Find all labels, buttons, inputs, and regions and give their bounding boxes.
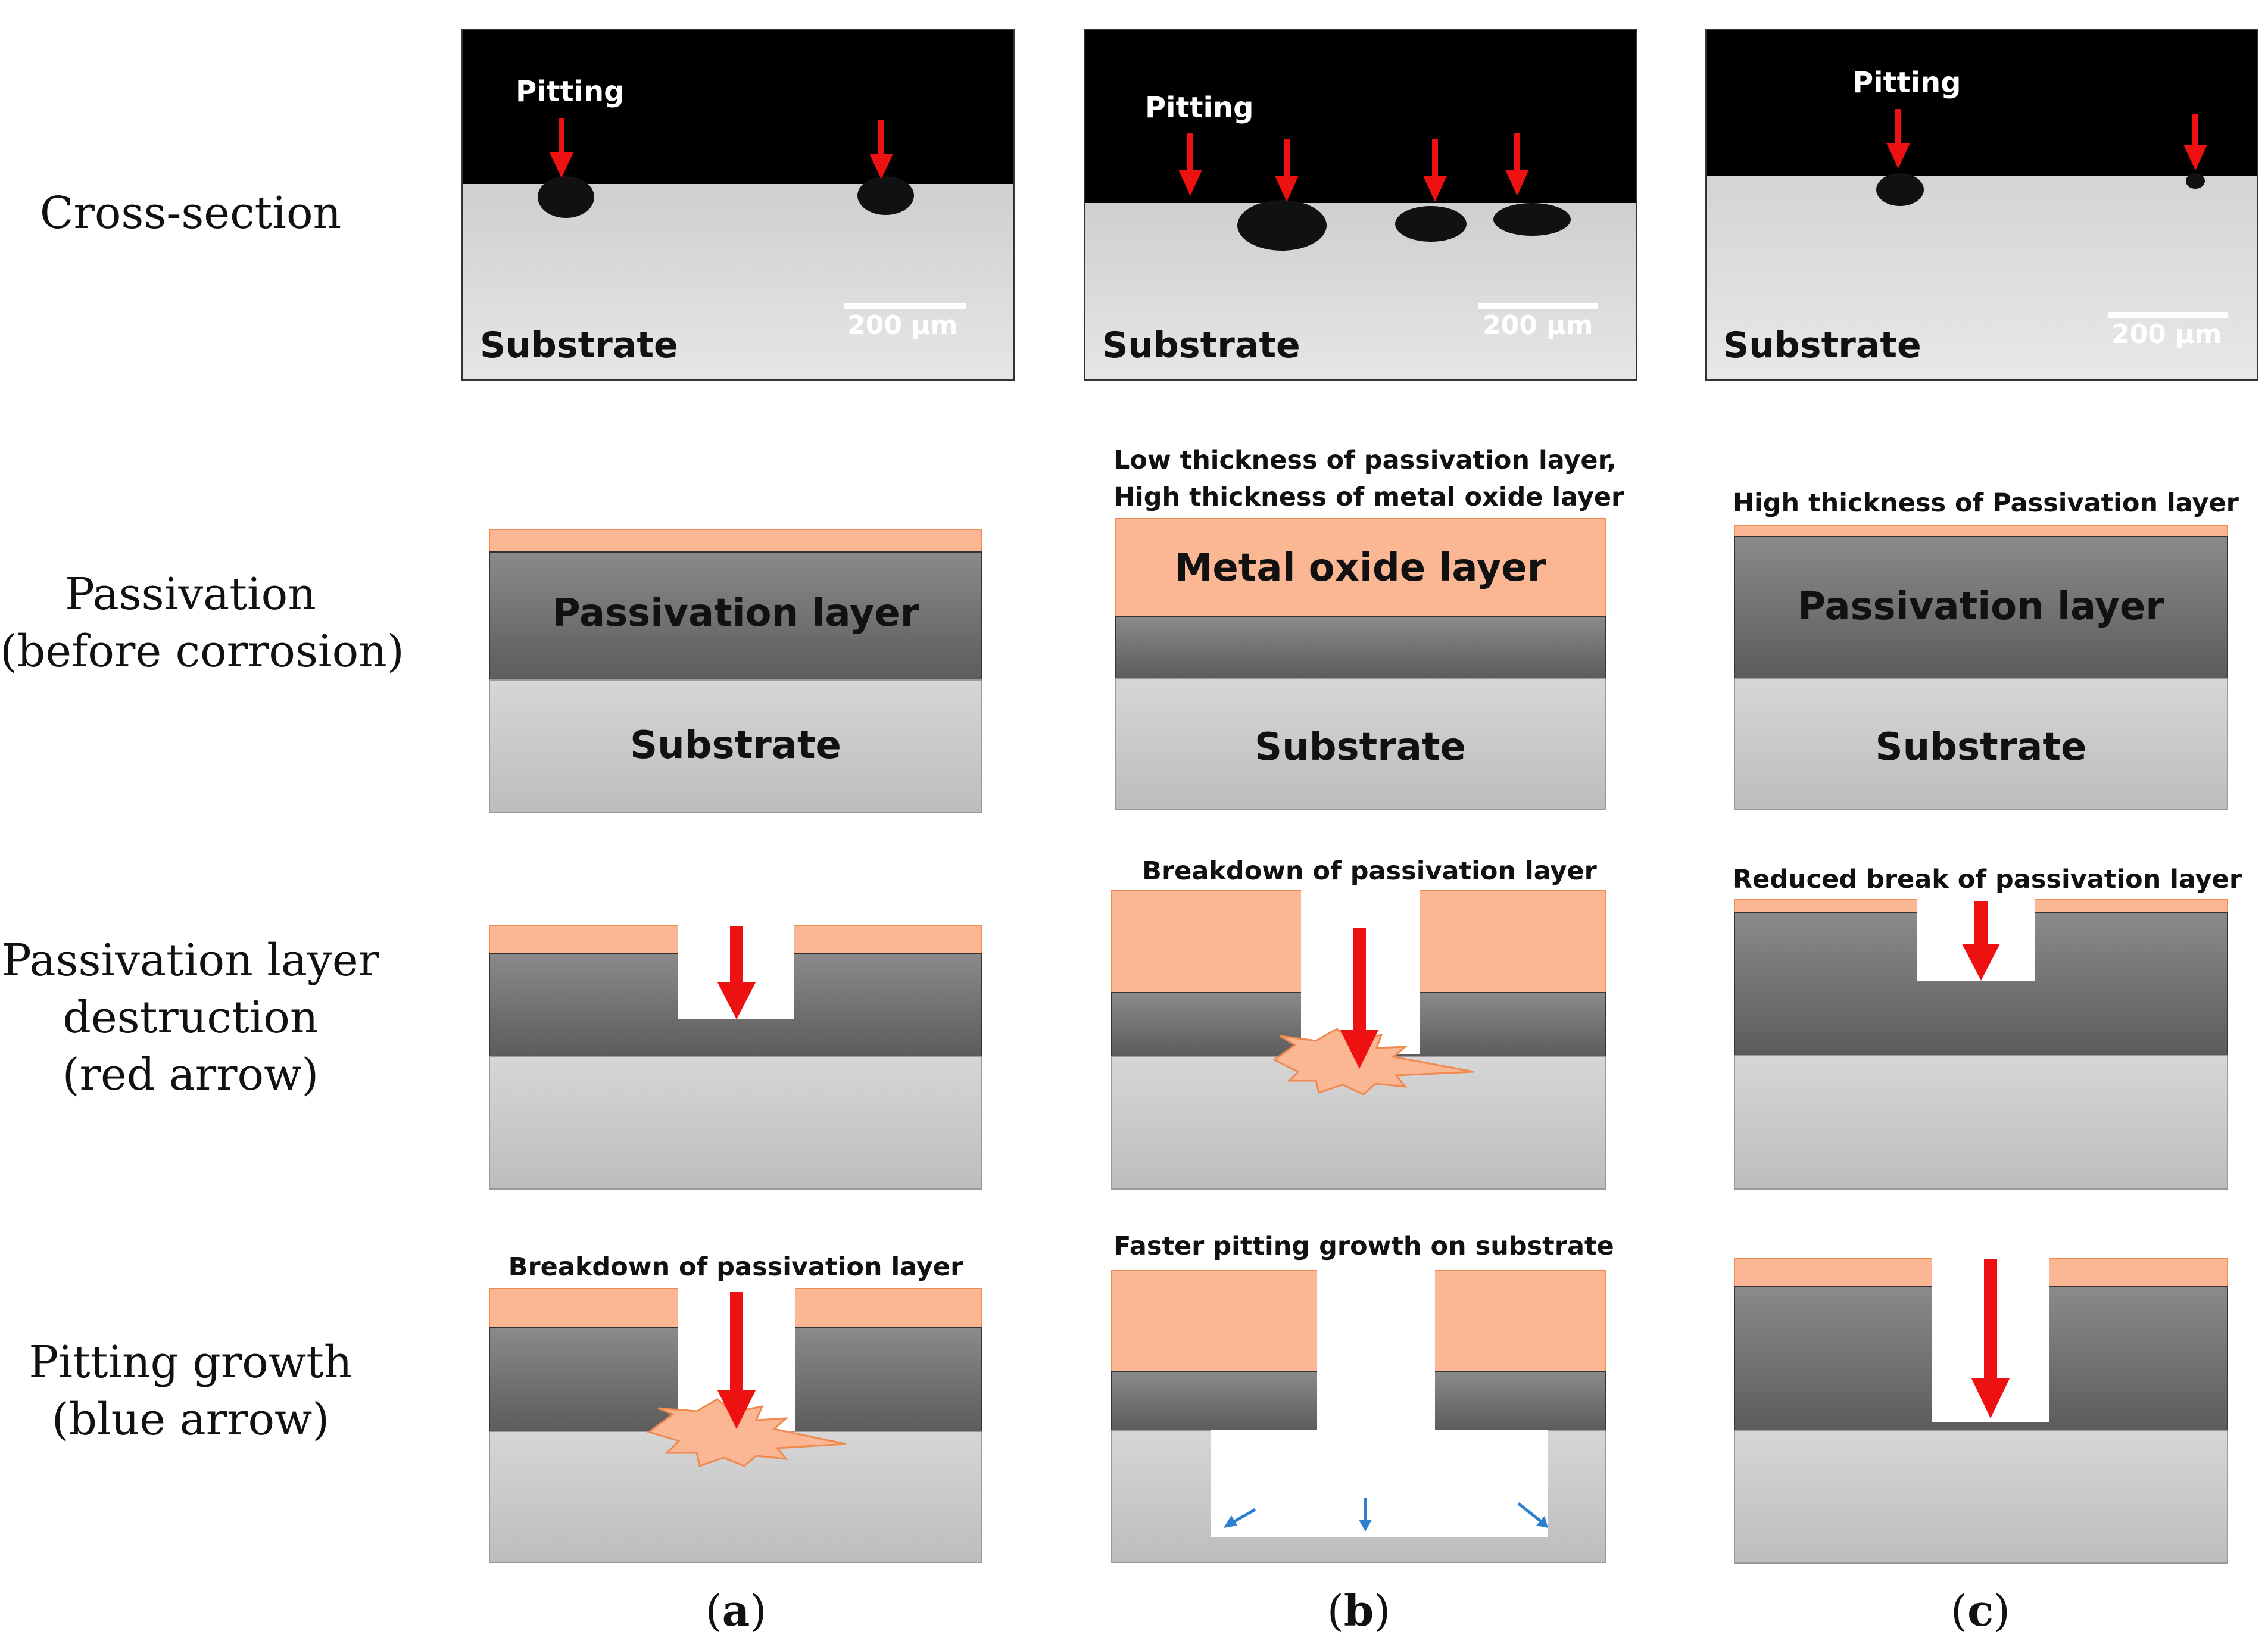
substrate-label: Substrate <box>1255 725 1466 769</box>
passivation-layer-c: Passivation layer <box>1734 536 2228 679</box>
row-label-destruction-line3: (red arrow) <box>62 1049 319 1100</box>
micrograph-a: Pitting 200 µm Substrate <box>461 29 1015 381</box>
micrograph-substrate-label: Substrate <box>480 325 678 366</box>
red-arrow-icon <box>717 926 756 1019</box>
red-arrow-icon <box>869 120 893 179</box>
scale-bar <box>2108 312 2228 318</box>
pit <box>1237 200 1327 251</box>
pit-arrows <box>550 118 893 179</box>
scale-bar <box>1478 303 1598 309</box>
blue-arrow-icon <box>1224 1508 1256 1528</box>
caption-b-growth: Faster pitting growth on substrate <box>1113 1231 1614 1261</box>
pit <box>1493 203 1571 236</box>
scale-label: 200 µm <box>847 310 958 341</box>
micrograph-metal-surface <box>463 184 1013 379</box>
pit <box>2186 173 2205 189</box>
micrograph-c: Pitting 200 µm Substrate <box>1705 29 2258 381</box>
substrate-label: Substrate <box>630 723 841 768</box>
scale-label: 200 µm <box>1483 310 1593 341</box>
passivation-layer-a: Passivation layer <box>489 551 982 681</box>
red-arrow-icon <box>1886 109 1910 169</box>
row-label-cross-section: Cross-section <box>0 185 381 242</box>
micrograph-substrate-label: Substrate <box>1723 325 1921 366</box>
substrate-label: Substrate <box>1875 725 2087 769</box>
red-arrow-icon <box>1275 139 1299 202</box>
metal-oxide-layer-label: Metal oxide layer <box>1174 546 1546 590</box>
row-label-pitting-growth-line1: Pitting growth <box>29 1337 352 1388</box>
row-label-passivation-line1: Passivation <box>65 569 316 620</box>
substrate-a: Substrate <box>489 679 982 813</box>
pitting-label: Pitting <box>1852 66 1961 99</box>
substrate-c <box>1734 1055 2228 1190</box>
panel-letter-c-text: c <box>1967 1585 1994 1636</box>
pit <box>1395 206 1467 242</box>
substrate-c <box>1734 1430 2228 1564</box>
row-label-pitting-growth-line2: (blue arrow) <box>51 1394 330 1445</box>
caption-b-passivation-line2: High thickness of metal oxide layer <box>1113 482 1624 512</box>
red-arrow-icon <box>717 1292 756 1429</box>
red-arrow-icon <box>1178 133 1202 196</box>
red-arrow-icon <box>1423 139 1447 202</box>
burst-icon <box>647 1398 846 1467</box>
pit-cavity-b <box>1211 1430 1548 1537</box>
oxide-layer-b: Metal oxide layer <box>1115 518 1606 617</box>
substrate-c: Substrate <box>1734 678 2228 810</box>
breach-b <box>1317 1267 1435 1434</box>
panel-letter-c: (c) <box>1950 1585 2011 1636</box>
pit-arrows <box>1886 109 2207 170</box>
caption-a-growth: Breakdown of passivation layer <box>508 1252 963 1282</box>
row-label-cross-section-text: Cross-section <box>39 188 342 239</box>
passivation-layer-label: Passivation layer <box>552 591 919 635</box>
pit <box>857 176 914 215</box>
pitting-label: Pitting <box>1145 91 1254 124</box>
red-arrow-icon <box>2183 114 2207 170</box>
pitting-label: Pitting <box>516 75 625 108</box>
blue-arrow-icon <box>1359 1498 1372 1531</box>
micrograph-metal-surface <box>1707 176 2257 379</box>
scale-bar <box>844 303 966 309</box>
substrate-a <box>489 1056 982 1190</box>
red-arrow-icon <box>1340 928 1378 1069</box>
row-label-passivation: Passivation (before corrosion) <box>0 566 404 680</box>
row-label-destruction: Passivation layer destruction (red arrow… <box>0 932 381 1103</box>
red-arrow-icon <box>1971 1259 2010 1418</box>
blue-arrow-icon <box>1517 1502 1548 1528</box>
pit-arrows <box>1178 133 1529 202</box>
caption-b-destruction: Breakdown of passivation layer <box>1142 856 1597 886</box>
micrograph-b: Pitting 200 µm Substrate <box>1084 29 1637 381</box>
panel-letter-a-text: a <box>722 1585 750 1636</box>
red-arrow-icon <box>1962 901 2000 981</box>
pit <box>538 176 594 218</box>
panel-letter-b-text: b <box>1343 1585 1374 1636</box>
row-label-passivation-line2: (before corrosion) <box>0 626 404 677</box>
substrate-b: Substrate <box>1115 678 1606 810</box>
caption-c-passivation: High thickness of Passivation layer <box>1733 488 2239 518</box>
panel-letter-a: (a) <box>705 1585 767 1636</box>
red-arrow-icon <box>1505 133 1529 196</box>
pit <box>1876 173 1924 206</box>
caption-b-passivation-line1: Low thickness of passivation layer, <box>1113 445 1617 475</box>
row-label-destruction-line2: destruction <box>63 992 319 1043</box>
red-arrow-icon <box>550 118 573 178</box>
caption-c-destruction: Reduced break of passivation layer <box>1733 865 2242 894</box>
panel-letter-b: (b) <box>1327 1585 1391 1636</box>
passivation-layer-label: Passivation layer <box>1798 585 2164 629</box>
burst-icon <box>1272 1028 1474 1096</box>
micrograph-substrate-label: Substrate <box>1102 325 1300 366</box>
scale-label: 200 µm <box>2111 319 2222 350</box>
row-label-pitting-growth: Pitting growth (blue arrow) <box>0 1334 381 1448</box>
row-label-destruction-line1: Passivation layer <box>1 935 380 986</box>
